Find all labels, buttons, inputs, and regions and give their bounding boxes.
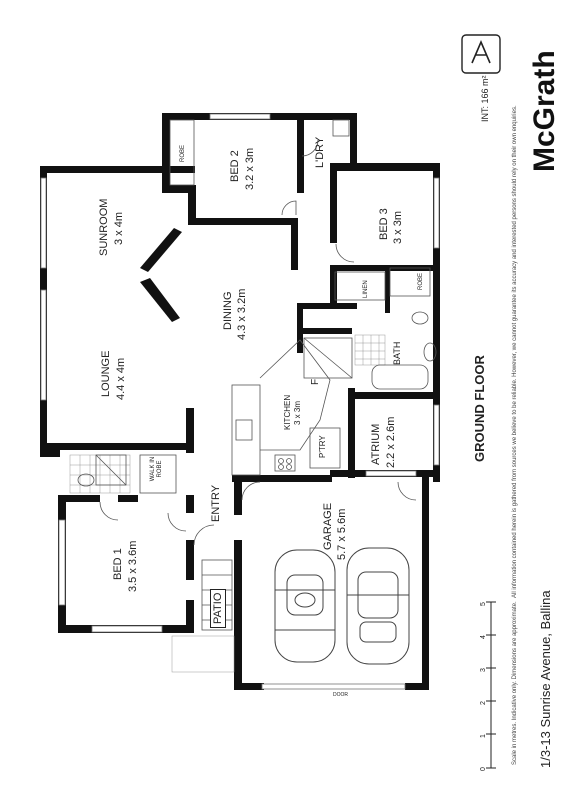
room-dining-name: DINING (222, 291, 234, 331)
windows (40, 113, 440, 690)
scale-tick-2: 2 (480, 701, 487, 705)
room-pantry: P'TRY (318, 435, 327, 458)
room-kitchen-name: KITCHEN (283, 394, 292, 430)
room-bed3-size: 3 x 3m (392, 210, 404, 244)
scale-tick-4: 4 (480, 635, 487, 639)
fixtures (77, 119, 437, 494)
scale-tick-5: 5 (480, 602, 487, 606)
room-garage-size: 5.7 x 5.6m (336, 508, 348, 560)
room-lounge-name: LOUNGE (100, 350, 112, 397)
address: 1/3-13 Sunrise Avenue, Ballina (538, 590, 553, 768)
scale-tick-3: 3 (480, 668, 487, 672)
kitchen-bench (259, 339, 331, 451)
scale-bar (486, 601, 496, 769)
room-robe-top: ROBE (180, 144, 186, 162)
room-lounge-size: 4.4 x 4m (115, 357, 127, 400)
tiles (69, 334, 386, 673)
room-fridge: F (310, 378, 321, 385)
floor-label: GROUND FLOOR (472, 355, 487, 462)
room-linen: LINEN (363, 280, 369, 298)
room-entry: ENTRY (210, 484, 222, 522)
room-bed2-name: BED 2 (229, 150, 241, 182)
room-walkin-robe: WALK IN ROBE (150, 456, 163, 482)
scale-note: Scale in metres. Indicative only. Dimens… (512, 601, 518, 765)
cars (274, 547, 410, 665)
room-bed1-size: 3.5 x 3.6m (127, 540, 139, 592)
room-kitchen-size: 3 x 3m (293, 400, 302, 425)
room-robe-bed3: ROBE (418, 272, 424, 290)
disclaimer: All information contained herein is gath… (512, 105, 518, 598)
room-bed3-name: BED 3 (378, 208, 390, 240)
room-sunroom-name: SUNROOM (98, 198, 110, 256)
scale-tick-0: 0 (480, 767, 487, 771)
scale-tick-1: 1 (480, 734, 487, 738)
logo-badge (461, 34, 501, 74)
room-laundry: L'DRY (314, 136, 326, 168)
garage-door-label: DOOR (333, 692, 348, 698)
room-bed2-size: 3.2 x 3m (244, 147, 256, 190)
room-sunroom-size: 3 x 4m (113, 211, 125, 245)
room-patio: PATIO (210, 588, 226, 628)
room-bed1-name: BED 1 (112, 548, 124, 580)
internal-area: INT: 166 m² (480, 75, 490, 122)
room-bath: BATH (392, 341, 402, 365)
room-dining-size: 4.3 x 3.2m (236, 288, 248, 340)
room-atrium-name: ATRIUM (370, 423, 382, 465)
room-atrium-size: 2.2 x 2.6m (385, 416, 397, 468)
doors (99, 139, 417, 546)
brand-logo: McGrath (528, 50, 561, 172)
room-garage-name: GARAGE (322, 502, 334, 550)
